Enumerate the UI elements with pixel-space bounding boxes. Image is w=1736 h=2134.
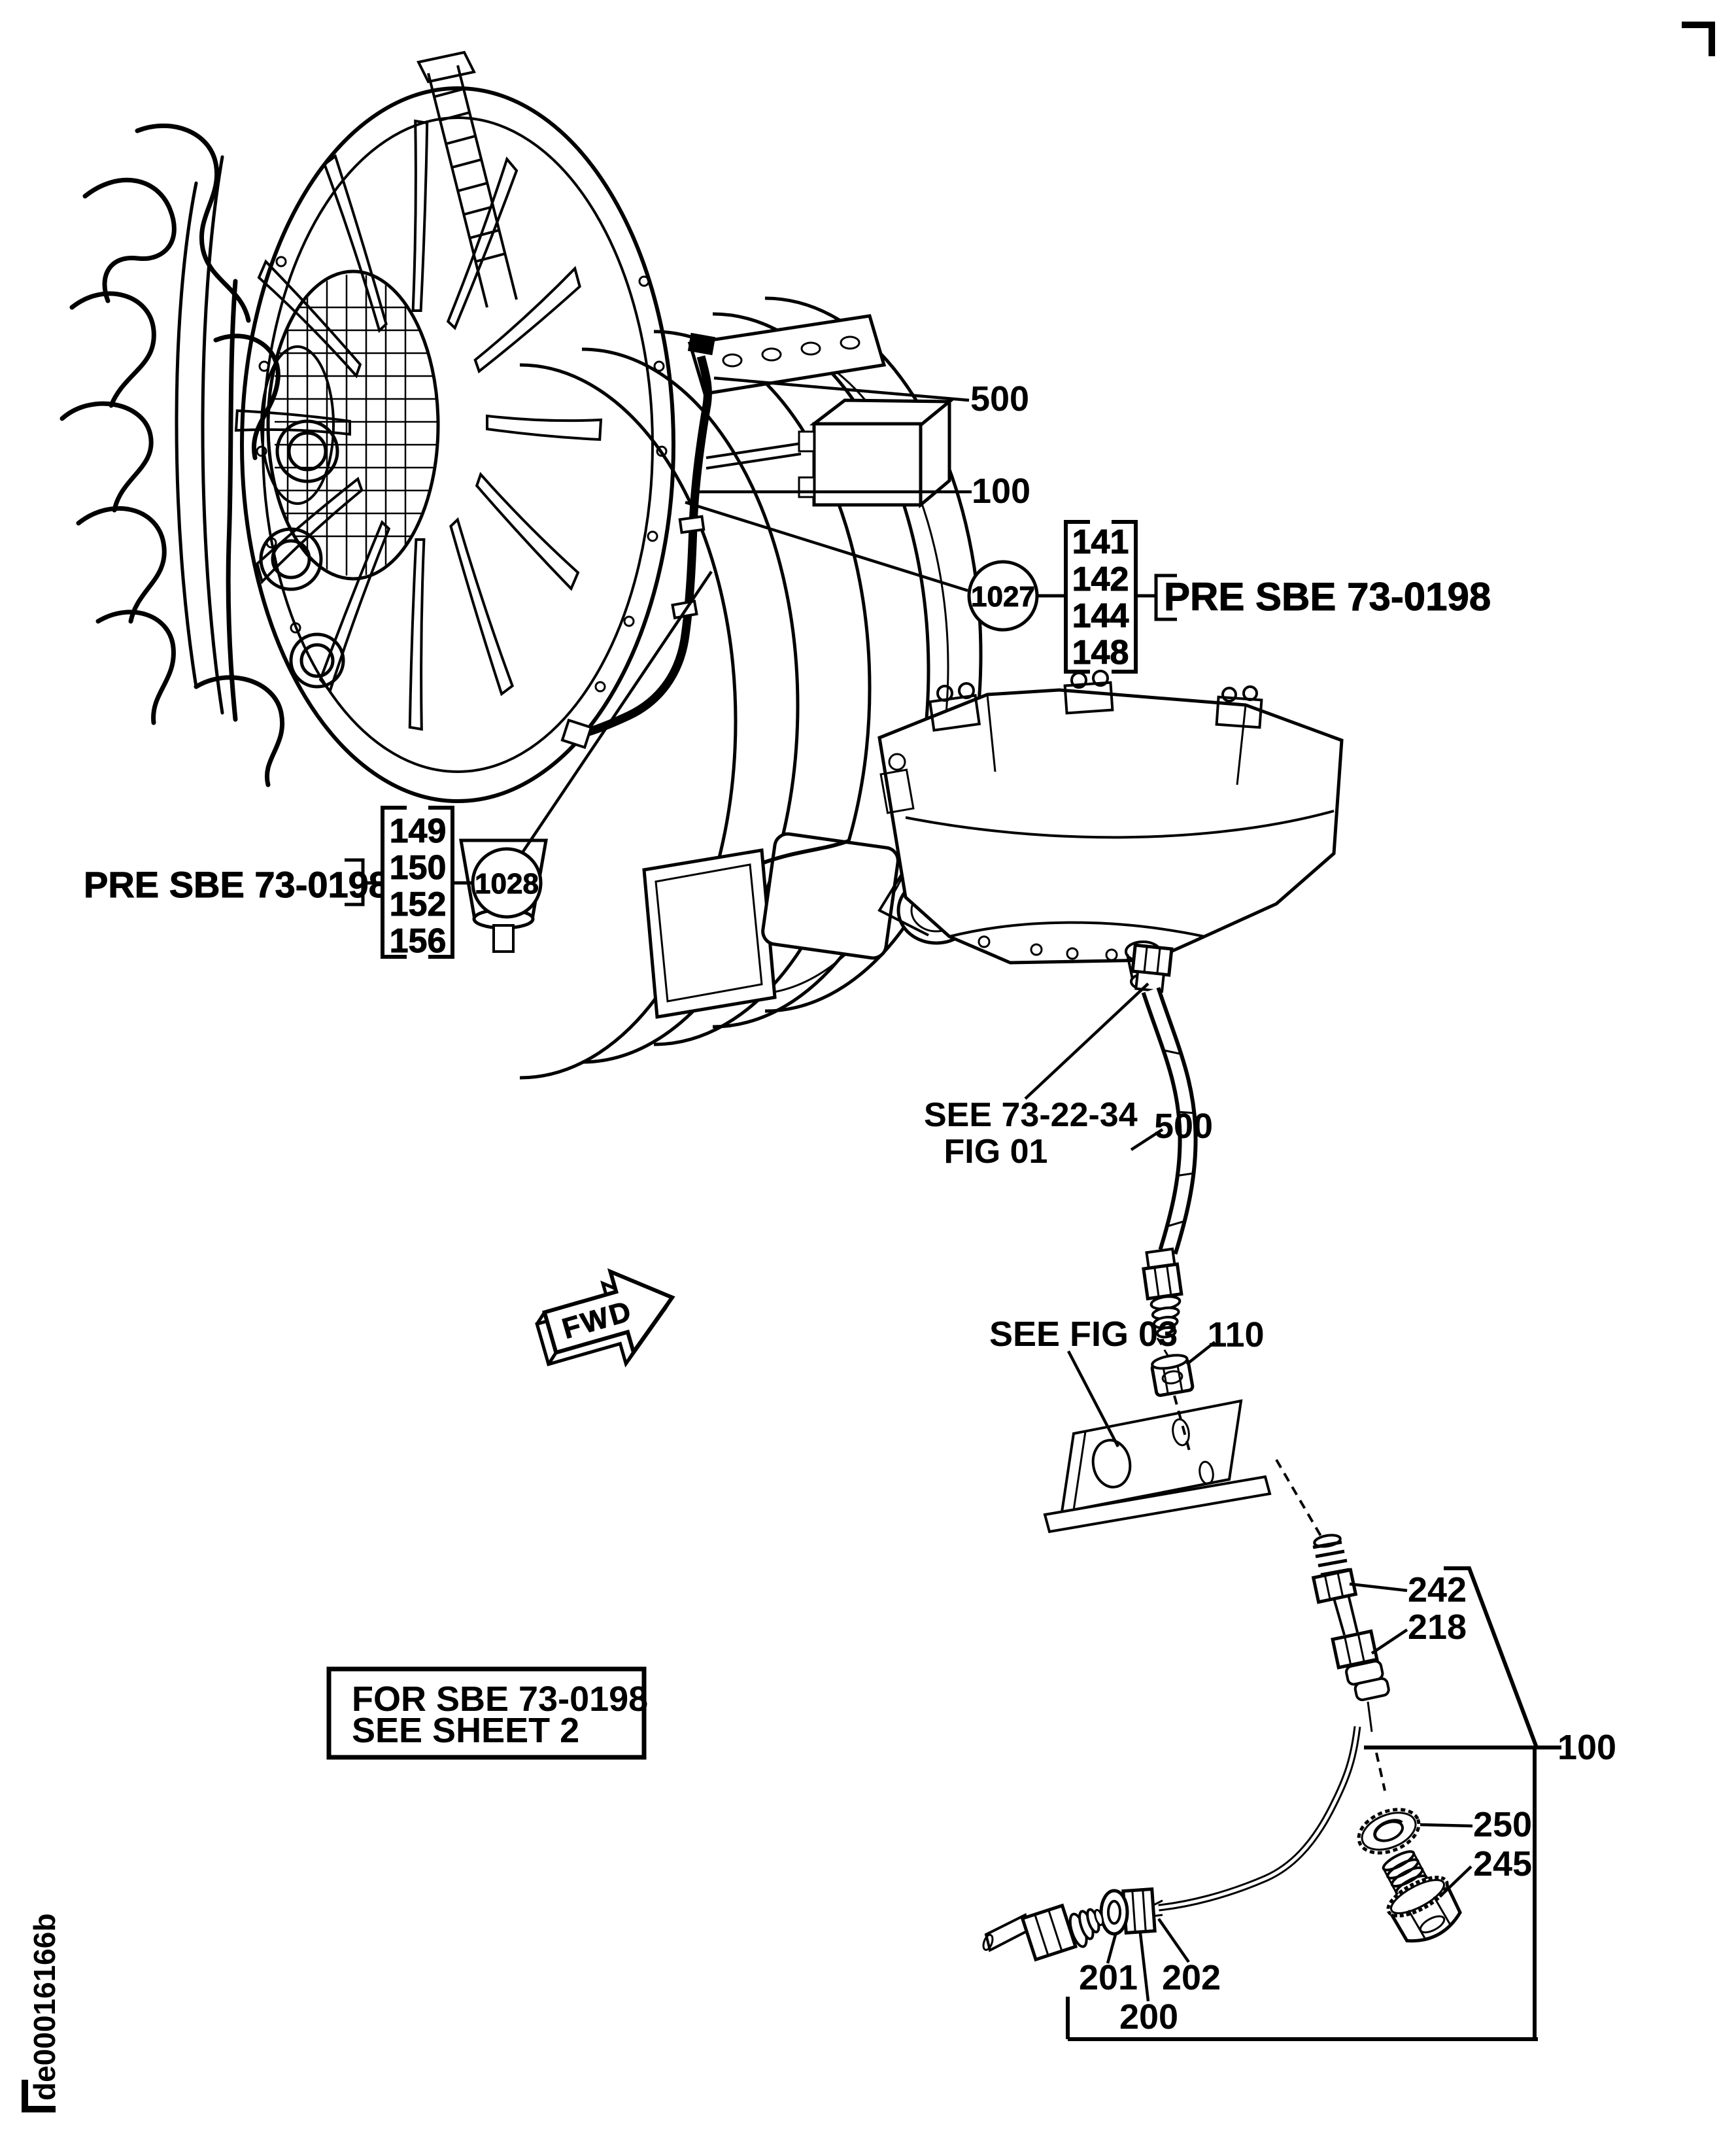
note-box-line2: SEE SHEET 2 (352, 1711, 579, 1750)
tube-assembly-100 (982, 1726, 1361, 1962)
leader-201 (1106, 1934, 1117, 1964)
circle-1027-label: 1027 (971, 581, 1035, 613)
leader-218 (1370, 1628, 1408, 1655)
mount-bracket (687, 314, 887, 396)
gearbox-ref-line2: FIG 01 (944, 1133, 1048, 1171)
item-144: 144 (1072, 597, 1129, 635)
ring-bosses (259, 419, 345, 689)
fan-case-front-rim (240, 86, 675, 803)
junction-box (706, 398, 954, 509)
top-right-corner-mark (1682, 22, 1715, 56)
circle-1028 (471, 847, 543, 919)
callout-labels: 500 100 SEE 73-22-34 FIG 01 500 SEE FIG … (924, 379, 1616, 2037)
fitting-threads (1312, 1540, 1350, 1577)
top-strut (417, 50, 518, 308)
leader-lines (522, 376, 1473, 2002)
item-148: 148 (1072, 634, 1129, 672)
leader-242 (1349, 1582, 1408, 1592)
leader-202 (1157, 1918, 1190, 1963)
items-box-left (381, 806, 454, 959)
coupling-stack (1311, 1534, 1390, 1791)
item-156: 156 (390, 922, 447, 960)
item-149: 149 (390, 812, 447, 850)
hose-axis-dash (1156, 1337, 1170, 1358)
callout-250: 250 (1473, 1805, 1532, 1844)
callout-202: 202 (1162, 1958, 1221, 1997)
note-box-line1: FOR SBE 73-0198 (352, 1679, 648, 1719)
leader-500-engine (713, 376, 970, 402)
spinner-drum (260, 269, 440, 581)
drain-tube-highlight (560, 332, 716, 749)
leader-250 (1420, 1823, 1473, 1828)
nut-110-part (1150, 1354, 1195, 1398)
tube-top-fitting (687, 332, 716, 356)
plate-to-fitting-dash (1275, 1458, 1323, 1540)
item-152: 152 (390, 886, 447, 923)
bracket-ref-label: SEE FIG 03 (989, 1315, 1178, 1354)
hose-wrinkles (1163, 1049, 1196, 1228)
leader-fig03 (1067, 1350, 1119, 1448)
leader-200 (1138, 1933, 1150, 2002)
callout-500-hose: 500 (1154, 1107, 1213, 1146)
hose-assembly (1131, 943, 1198, 1398)
callout-500-engine: 500 (970, 379, 1029, 419)
leader-500-hose (1130, 1128, 1164, 1151)
tube-clamp-upper (678, 515, 706, 534)
fig03-bracket-plate (1043, 1395, 1323, 1540)
item-150: 150 (390, 849, 447, 887)
hose-body-core (1145, 988, 1194, 1254)
callout-201: 201 (1079, 1958, 1138, 1997)
callout-218: 218 (1408, 1608, 1467, 1647)
union-nipple-part (982, 1903, 1104, 1962)
callout-110: 110 (1207, 1315, 1264, 1354)
corner-marks (22, 22, 1715, 2112)
drain-tube-path (578, 355, 712, 739)
leader-245 (1438, 1865, 1472, 1898)
drawing-number: de00016166b (27, 1914, 61, 2101)
gearbox-ref-line1: SEE 73-22-34 (924, 1096, 1138, 1134)
callout-200: 200 (1119, 1997, 1178, 2037)
pre-sbe-left-label: PRE SBE 73-0198 (84, 864, 389, 905)
bottom-left-corner-mark (22, 2080, 56, 2112)
fan-blades (236, 121, 601, 729)
callout-100-engine: 100 (972, 472, 1030, 511)
sleeve-218-part (1331, 1629, 1390, 1702)
packing-201-part (1099, 1889, 1129, 1936)
items-box-right (1064, 520, 1138, 674)
hose-top-fitting (1131, 943, 1174, 993)
effectivity-right: 1027 141 142 144 148 PRE SBE 73-0198 (967, 520, 1491, 674)
coupling-nut-242-part (1311, 1568, 1358, 1604)
callout-242: 242 (1408, 1570, 1467, 1609)
pre-sbe-right-label: PRE SBE 73-0198 (1164, 575, 1491, 619)
leader-1028 (522, 570, 713, 853)
fwd-arrow: FWD (535, 1268, 675, 1368)
note-box: FOR SBE 73-0198 SEE SHEET 2 (326, 1666, 648, 1760)
accessory-piping (60, 123, 285, 787)
leader-1027 (685, 500, 968, 593)
callout-245: 245 (1473, 1844, 1532, 1884)
bolt-245-part (1382, 1850, 1462, 1943)
gearbox-mounting-pads (928, 670, 1263, 732)
circle-1028-label: 1028 (475, 868, 539, 900)
item-142: 142 (1072, 560, 1129, 598)
plate-axis-dash (1173, 1395, 1191, 1454)
effectivity-left: PRE SBE 73-0198 149 150 152 156 1028 (84, 806, 543, 961)
item-100-bracket (1066, 1566, 1561, 2041)
bracket-open-right (1154, 574, 1177, 621)
item-141: 141 (1072, 523, 1129, 561)
leader-gearbox-ref (1024, 982, 1149, 1100)
tube-end-fitting (560, 718, 593, 749)
leader-110 (1185, 1341, 1216, 1366)
gearbox-details (877, 694, 1335, 961)
hose-bottom-fitting (1142, 1247, 1183, 1339)
callout-100-tube: 100 (1557, 1728, 1616, 1767)
rim-bolts (256, 256, 668, 693)
washer-250-part (1357, 1808, 1421, 1855)
